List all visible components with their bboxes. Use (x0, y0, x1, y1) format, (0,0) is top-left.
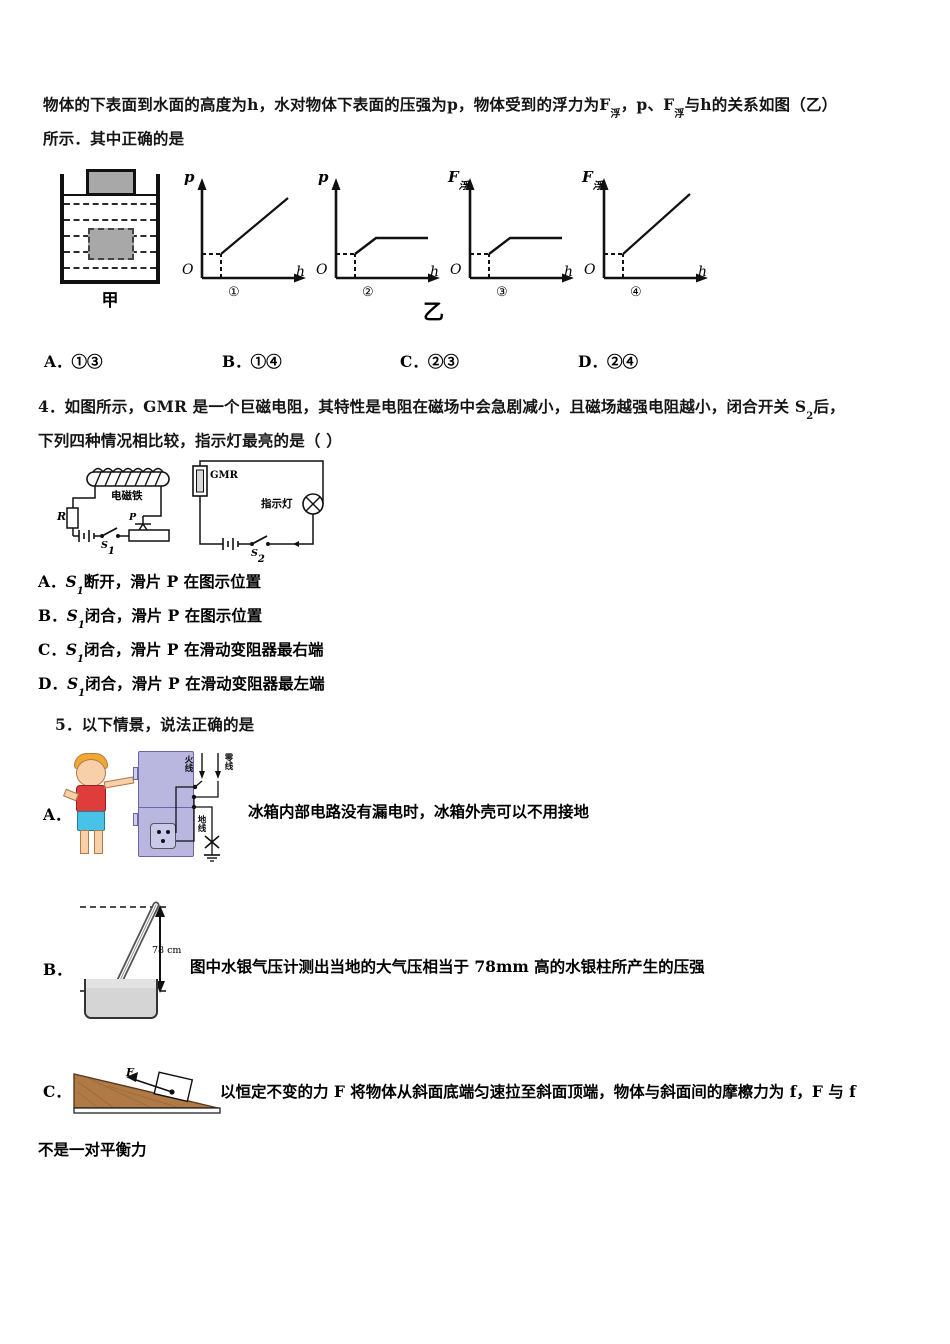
electromagnet-label: 电磁铁 (111, 490, 143, 502)
option-c-label: C． (400, 352, 428, 371)
mercury-liquid (86, 988, 156, 1017)
question4-stem-line2: 下列四种情况相比较，指示灯最亮的是（ ） (38, 431, 342, 450)
question4-circuit-diagram: R 电磁铁 S1 P GMR 指示灯 S2 (55, 458, 355, 565)
question3-stem-line2: 所示．其中正确的是 (43, 129, 185, 148)
option-c-text: ②③ (427, 352, 459, 371)
option-d-label: D． (578, 352, 607, 371)
q4-option-b-symbol: S (66, 606, 78, 625)
question4-stem-line1: 4．如图所示，GMR 是一个巨磁电阻，其特性是电阻在磁场中会急剧减小，且磁场越强… (38, 390, 920, 431)
option-b-label: B． (222, 352, 251, 371)
indicator-lamp-label: 指示灯 (261, 498, 293, 510)
question5-option-a-label: A． (43, 805, 71, 824)
q4-option-b-text: 闭合，滑片 P 在图示位置 (84, 606, 263, 625)
graph-4-y-axis-label: F浮 (582, 168, 603, 192)
q4-option-b-label: B． (38, 606, 67, 625)
refrigerator-handle-upper (133, 767, 138, 780)
question5-option-c-text-continued: 不是一对平衡力 (38, 1140, 147, 1159)
slider-label-p: P (129, 512, 137, 523)
beaker-label-jia: 甲 (101, 291, 119, 311)
boy-leg-right (94, 830, 103, 854)
question4-option-b[interactable]: B．S1闭合，滑片 P 在图示位置 (38, 604, 263, 632)
question3-option-c[interactable]: C．②③ (400, 350, 578, 372)
question4-stem-part-a: 4．如图所示，GMR 是一个巨磁电阻，其特性是电阻在磁场中会急剧减小，且磁场越强… (38, 397, 807, 416)
question5-option-a-text: 冰箱内部电路没有漏电时，冰箱外壳可以不用接地 (248, 802, 590, 821)
floating-block (86, 169, 136, 196)
question3-figure-group: 甲 p O h ① (44, 166, 724, 316)
question3-option-b[interactable]: B．①④ (222, 350, 400, 372)
graph-3: F浮 O h ③ (444, 168, 582, 302)
question3-option-d[interactable]: D．②④ (578, 350, 638, 372)
question3-stem-line1: 物体的下表面到水面的高度为h，水对物体下表面的压强为p，物体受到的浮力为F浮，p… (43, 88, 915, 129)
graph-2-y-axis-label: p (318, 168, 329, 186)
live-wire-label: 火线 (183, 755, 193, 772)
graph-4-origin-label: O (584, 262, 596, 278)
graph-4-number: ④ (630, 285, 642, 300)
question5-stem: 5．以下情景，说法正确的是 (55, 715, 255, 734)
question5-option-c-text: 以恒定不变的力 F 将物体从斜面底端匀速拉至斜面顶端，物体与斜面间的摩檫力为 f… (220, 1082, 856, 1101)
refrigerator-handle-lower (133, 813, 138, 826)
question4-stem-subscript: 2 (806, 411, 814, 423)
option-b-text: ①④ (250, 352, 282, 371)
neutral-wire-label: 零线 (223, 753, 233, 770)
question5-option-b-label: B． (43, 960, 72, 979)
q4-option-a-symbol: S (65, 572, 77, 591)
q4-option-c-text: 闭合，滑片 P 在滑动变阻器最右端 (84, 640, 324, 659)
question3-option-a[interactable]: A．①③ (44, 350, 222, 372)
q4-option-d-label: D． (38, 674, 67, 693)
graph-4-x-axis-label: h (698, 264, 708, 280)
q4-option-b-subscript: 1 (77, 620, 85, 632)
graph-2: p O h ② (310, 168, 448, 302)
refrigerator-socket (150, 823, 176, 849)
graph-3-y-axis-label: F浮 (448, 168, 469, 192)
question4-stem-part-b: 后， (813, 397, 845, 416)
force-f-label: F (126, 1066, 134, 1079)
graph-1-x-axis-label: h (296, 264, 306, 280)
q4-option-d-symbol: S (66, 674, 79, 693)
question5-option-b-text: 图中水银气压计测出当地的大气压相当于 78mm 高的水银柱所产生的压强 (190, 957, 705, 976)
beaker-figure: 甲 (52, 166, 170, 316)
question5-option-a-figure: 火线 零线 地线 (62, 745, 237, 865)
question4-option-a[interactable]: A．S1断开，滑片 P 在图示位置 (38, 570, 262, 598)
q4-option-c-symbol: S (65, 640, 78, 659)
q4-option-a-label: A． (38, 572, 66, 591)
question5-option-c-figure: F (68, 1066, 228, 1116)
question4-option-d[interactable]: D．S1闭合，滑片 P 在滑动变阻器最左端 (38, 672, 325, 700)
graph-1-y-axis-label: p (184, 168, 195, 186)
resistor-label: R (57, 510, 67, 523)
boy-shorts (77, 811, 105, 831)
graph-2-number: ② (362, 285, 374, 300)
q4-option-c-subscript: 1 (77, 654, 85, 666)
ground-wire-label: 地线 (196, 815, 206, 832)
graph-3-number: ③ (496, 285, 508, 300)
option-a-text: ①③ (71, 352, 103, 371)
graph-1-origin-label: O (182, 262, 194, 278)
q4-option-c-label: C． (38, 640, 66, 659)
option-d-text: ②④ (606, 352, 638, 371)
q4-option-d-subscript: 1 (78, 688, 86, 700)
gmr-label: GMR (210, 470, 238, 481)
stem-text-part: 物体的下表面到水面的高度为h，水对物体下表面的压强为p，物体受到的浮力为F浮，p… (43, 95, 838, 121)
graph-4: F浮 O h ④ (578, 168, 716, 302)
q4-option-a-subscript: 1 (76, 586, 84, 598)
q4-option-d-text: 闭合，滑片 P 在滑动变阻器最左端 (85, 674, 325, 693)
boy-leg-left (80, 830, 89, 854)
graph-3-x-axis-label: h (564, 264, 574, 280)
figure-group-label-yi: 乙 (423, 299, 444, 324)
question4-option-c[interactable]: C．S1闭合，滑片 P 在滑动变阻器最右端 (38, 638, 324, 666)
question5-option-b-figure: 78 cm (78, 893, 258, 1025)
switch2-label: S2 (251, 548, 265, 565)
graph-1-number: ① (228, 285, 240, 300)
refrigerator-door-split (138, 807, 194, 808)
option-a-label: A． (44, 352, 72, 371)
barometer-height-label: 78 cm (152, 945, 182, 956)
graph-2-x-axis-label: h (430, 264, 440, 280)
question5-option-c-label: C． (43, 1082, 71, 1101)
graph-3-origin-label: O (450, 262, 462, 278)
submerged-block (88, 228, 134, 260)
graph-2-origin-label: O (316, 262, 328, 278)
q4-option-a-text: 断开，滑片 P 在图示位置 (83, 572, 262, 591)
graph-1: p O h ① (176, 168, 314, 302)
switch1-label: S1 (101, 540, 115, 557)
